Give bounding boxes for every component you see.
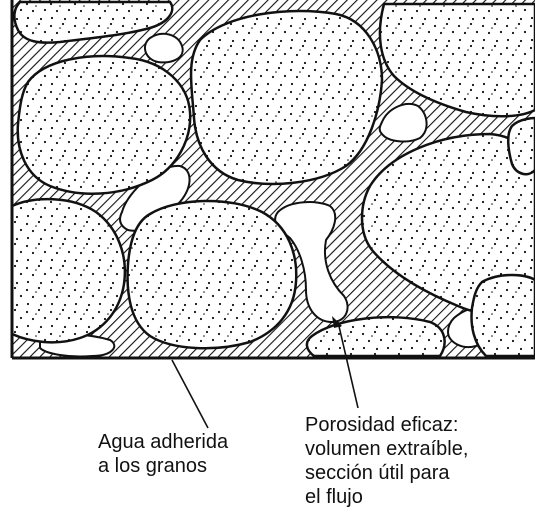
- grain-upper-left-large: [18, 56, 190, 194]
- grain-far-right: [508, 118, 535, 174]
- leader-line-adhered-water: [172, 360, 208, 428]
- label-adhered-water: Agua adherida a los granos: [98, 430, 228, 478]
- grain-top-center-large: [191, 11, 382, 184]
- grain-bottom-right: [472, 275, 535, 356]
- label-effective-porosity: Porosidad eficaz: volumen extraíble, sec…: [305, 413, 468, 509]
- grain-lower-center: [128, 201, 297, 348]
- pore-top-center: [145, 34, 183, 63]
